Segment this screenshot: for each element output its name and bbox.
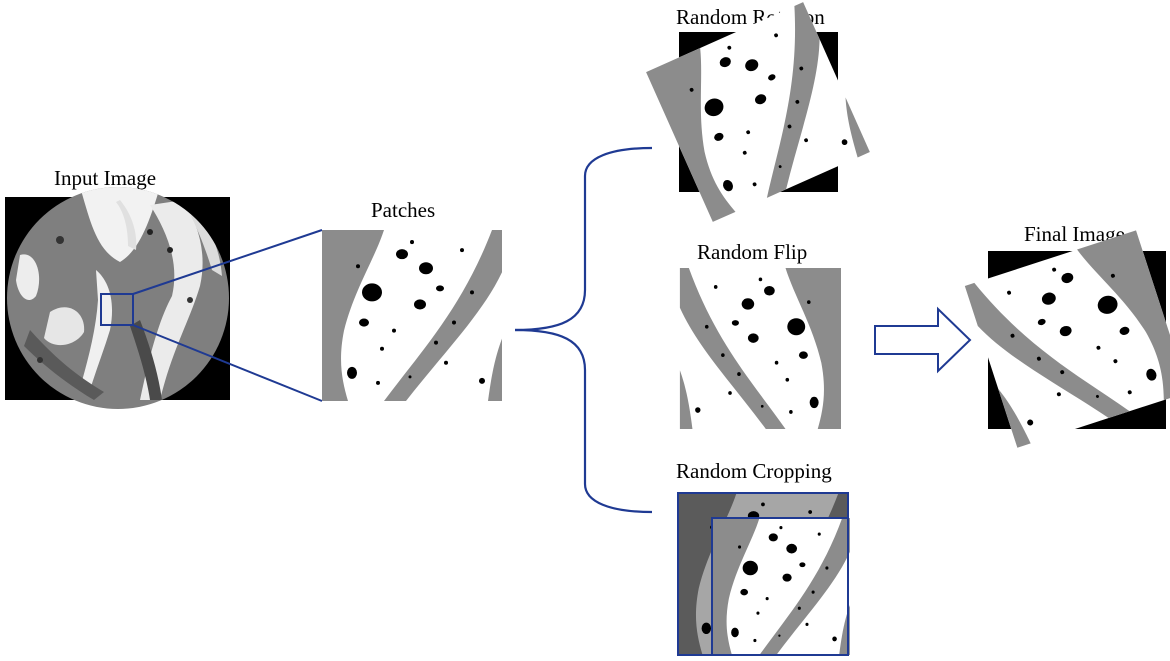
zoom-connector-bottom — [132, 324, 323, 402]
input-image — [5, 187, 230, 409]
brace-lower — [514, 328, 653, 514]
crop-box — [711, 517, 849, 656]
patches-label: Patches — [371, 198, 436, 222]
zoom-connector-top — [132, 229, 323, 295]
random-cropping-image — [677, 492, 850, 656]
input-image-label: Input Image — [54, 166, 157, 190]
selected-region-box — [100, 293, 134, 326]
random-cropping-label: Random Cropping — [676, 459, 832, 483]
patch-image — [322, 230, 502, 402]
final-image — [964, 230, 1170, 448]
random-flip-label: Random Flip — [697, 240, 808, 264]
final-image-label: Final Image — [1024, 222, 1125, 246]
right-arrow-icon — [874, 306, 972, 374]
brace-upper — [514, 146, 653, 332]
random-flip-image — [679, 268, 841, 429]
random-rotation-image — [646, 2, 870, 222]
